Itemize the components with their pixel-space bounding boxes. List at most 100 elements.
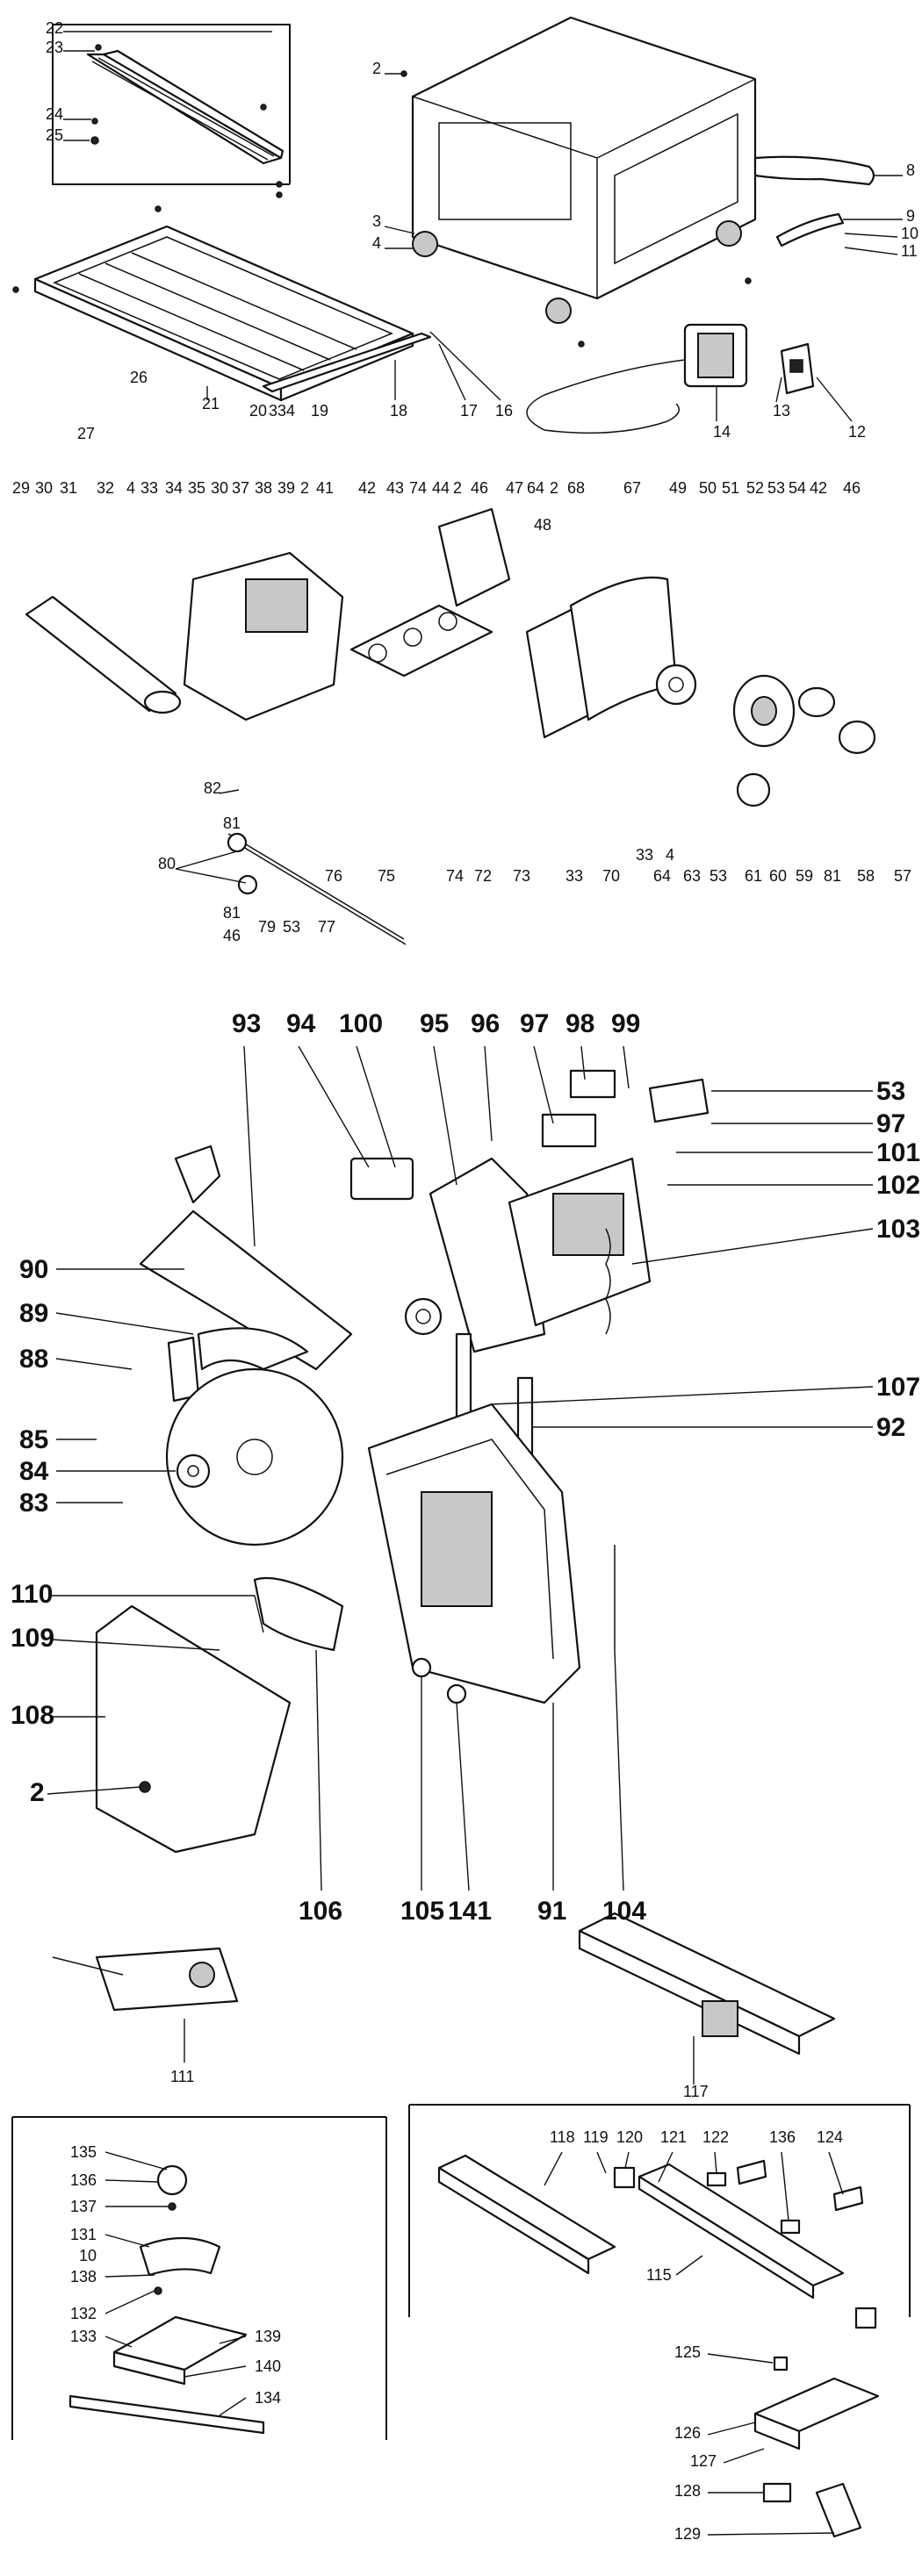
part-label: 41 xyxy=(316,479,334,497)
part-label: 108 xyxy=(11,1701,54,1730)
part-label: 97 xyxy=(876,1109,905,1138)
part-label: 2 xyxy=(550,479,558,497)
part-label: 122 xyxy=(702,2128,729,2146)
part-label: 17 xyxy=(460,402,478,420)
part-label: 61 xyxy=(745,867,762,885)
part-label: 27 xyxy=(77,425,95,442)
part-label: 118 xyxy=(550,2128,575,2146)
part-label: 121 xyxy=(660,2128,687,2146)
extension-table-group xyxy=(408,1912,911,2538)
part-label: 42 xyxy=(358,479,376,497)
part-label: 13 xyxy=(773,402,790,420)
part-label: 30 xyxy=(35,479,53,497)
part-label: 132 xyxy=(70,2305,97,2322)
part-label: 119 xyxy=(583,2128,609,2146)
part-label: 16 xyxy=(495,402,513,420)
part-label: 88 xyxy=(19,1345,48,1374)
part-label: 76 xyxy=(325,867,342,885)
part-label: 67 xyxy=(623,479,641,497)
part-label: 95 xyxy=(420,1009,449,1038)
part-label: 30 xyxy=(211,479,228,497)
part-label: 137 xyxy=(70,2198,97,2215)
part-label: 84 xyxy=(19,1457,49,1486)
part-label: 81 xyxy=(824,867,841,885)
guide-rail-detail xyxy=(52,24,291,198)
part-label: 140 xyxy=(255,2357,281,2375)
part-label: 126 xyxy=(674,2424,701,2442)
part-label: 127 xyxy=(690,2452,717,2470)
part-label: 47 xyxy=(506,479,523,497)
part-label: 20 xyxy=(249,402,267,420)
saw-housing-assembly xyxy=(25,507,876,945)
part-label: 93 xyxy=(232,1009,261,1038)
part-label: 46 xyxy=(223,927,241,944)
part-label: 49 xyxy=(669,479,687,497)
part-label: 53 xyxy=(283,918,300,936)
part-label: 46 xyxy=(471,479,488,497)
part-label: 138 xyxy=(70,2268,97,2285)
part-label: 4 xyxy=(666,846,674,864)
part-label: 134 xyxy=(255,2389,281,2407)
part-label: 44 xyxy=(432,479,450,497)
part-label: 53 xyxy=(710,867,727,885)
part-label: 23 xyxy=(46,39,63,56)
part-label: 14 xyxy=(713,423,731,441)
part-label: 77 xyxy=(318,918,335,936)
part-label: 107 xyxy=(876,1373,920,1402)
part-label: 29 xyxy=(12,479,30,497)
part-label: 141 xyxy=(448,1897,492,1926)
part-label: 33 xyxy=(636,846,653,864)
part-label: 10 xyxy=(901,225,918,242)
part-label: 117 xyxy=(683,2083,709,2100)
part-label: 73 xyxy=(513,867,530,885)
part-label: 89 xyxy=(19,1299,48,1328)
part-label: 43 xyxy=(386,479,404,497)
part-label: 2 xyxy=(300,479,309,497)
part-label: 12 xyxy=(848,423,866,441)
part-label: 48 xyxy=(534,516,551,534)
part-label: 24 xyxy=(46,105,63,123)
part-label: 4 xyxy=(126,479,135,497)
part-label: 105 xyxy=(400,1897,444,1926)
part-label: 51 xyxy=(722,479,739,497)
part-label: 42 xyxy=(810,479,827,497)
part-label: 115 xyxy=(646,2266,672,2284)
part-label: 139 xyxy=(255,2328,281,2345)
part-label: 33 xyxy=(565,867,583,885)
part-label: 60 xyxy=(769,867,787,885)
part-label: 70 xyxy=(602,867,620,885)
part-label: 99 xyxy=(611,1009,640,1038)
part-label: 129 xyxy=(674,2525,701,2543)
part-label: 21 xyxy=(202,395,220,413)
part-label: 4 xyxy=(372,234,381,252)
mitre-gauge-group xyxy=(11,1947,387,2440)
part-label: 9 xyxy=(906,207,915,225)
part-label: 19 xyxy=(311,402,328,420)
motor-carriage xyxy=(55,1045,874,1371)
part-label: 26 xyxy=(130,369,148,386)
part-label: 109 xyxy=(11,1624,54,1653)
part-label: 80 xyxy=(158,855,176,872)
part-label: 2 xyxy=(30,1778,45,1807)
part-label: 128 xyxy=(674,2482,701,2500)
part-label: 125 xyxy=(674,2343,701,2361)
part-label: 135 xyxy=(70,2143,97,2161)
part-label: 83 xyxy=(19,1489,48,1518)
part-label: 81 xyxy=(223,904,241,922)
part-label: 33 xyxy=(140,479,158,497)
part-label: 97 xyxy=(520,1009,549,1038)
part-label: 64 xyxy=(527,479,544,497)
part-label: 39 xyxy=(277,479,295,497)
part-label: 53 xyxy=(767,479,785,497)
part-label: 63 xyxy=(683,867,701,885)
part-label: 38 xyxy=(255,479,272,497)
part-label: 85 xyxy=(19,1425,48,1454)
part-label: 46 xyxy=(843,479,861,497)
part-label: 31 xyxy=(60,479,77,497)
part-label: 92 xyxy=(876,1413,905,1442)
part-label: 34 xyxy=(165,479,183,497)
part-label: 98 xyxy=(565,1009,594,1038)
